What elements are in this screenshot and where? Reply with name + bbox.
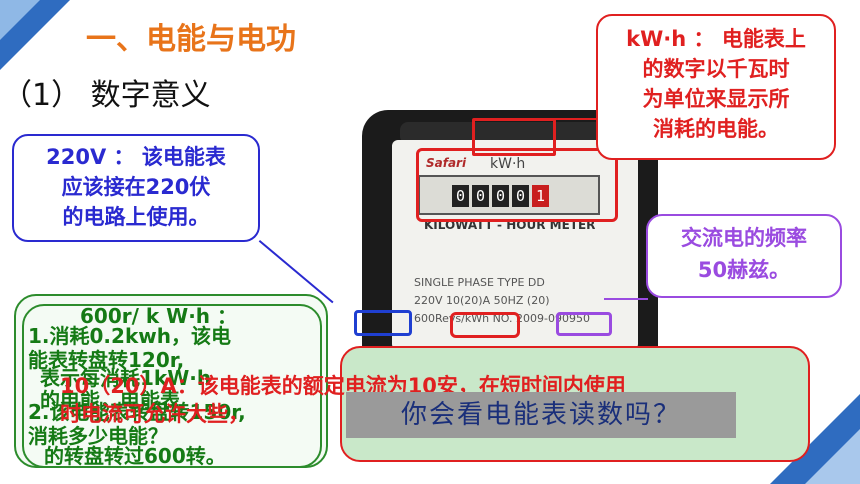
callout-600r-line: 600r/ k W·h ：	[80, 304, 238, 328]
meter-spec-serial: 600Revs/kWh NO. 2009-090950	[414, 312, 590, 325]
meter-digits: 0 0 0 0 1	[452, 185, 549, 207]
meter-spec-headers: SINGLE PHASE TYPE DD	[414, 276, 545, 289]
callout-kwh: kW·h ： 电能表上 的数字以千瓦时 为单位来显示所 消耗的电能。	[596, 14, 836, 160]
callout-600r-front	[22, 304, 322, 468]
slide-subtitle: （1） 数字意义	[2, 78, 211, 113]
highlight-frequency-box	[556, 312, 612, 336]
callout-50hz: 交流电的频率 50赫兹。	[646, 214, 842, 298]
connector-line-kwh	[548, 118, 608, 120]
meter-digit: 0	[492, 185, 509, 207]
callout-50hz-line: 50赫兹。	[697, 258, 791, 282]
meter-register	[418, 175, 600, 215]
callout-600r-line: 表示每消耗1kW·h	[40, 366, 212, 390]
meter-digit: 0	[452, 185, 469, 207]
callout-600r-line: 的电能，电能表	[40, 388, 180, 412]
meter-unit-label: kW·h	[490, 156, 526, 172]
callout-kwh-line: 为单位来显示所	[642, 87, 790, 111]
callout-600r-line: 2.该电能表转盘转150r,	[28, 400, 246, 424]
callout-600r-line: 1.消耗0.2kwh，该电	[28, 324, 231, 348]
meter-spec-values: 220V 10(20)A 50HZ (20)	[414, 294, 550, 307]
highlight-current-box	[450, 312, 520, 338]
connector-line-frequency	[604, 298, 648, 300]
meter-digit: 0	[472, 185, 489, 207]
callout-600r-back	[14, 294, 328, 468]
meter-digit-decimal: 1	[532, 185, 549, 207]
callout-current-line: 时电流可允许大些，	[60, 402, 249, 426]
callout-600r-line: 能表转盘转120r,	[28, 348, 185, 372]
callout-600r-line: 的转盘转过600转。	[44, 444, 226, 468]
callout-kwh-line: kW·h ： 电能表上	[626, 27, 806, 51]
callout-50hz-line: 交流电的频率	[681, 226, 807, 250]
meter-brand: Safari	[426, 156, 467, 170]
meter-top-frame	[400, 122, 630, 144]
callout-220v-line: 应该接在220伏	[61, 175, 211, 199]
question-banner: 你会看电能表读数吗？	[346, 392, 736, 438]
callout-kwh-line: 的数字以千瓦时	[642, 57, 790, 81]
corner-decoration-top-left-light	[0, 0, 40, 40]
highlight-unit-box	[472, 118, 556, 156]
callout-kwh-line: 消耗的电能。	[653, 117, 779, 141]
highlight-register-box	[416, 148, 618, 222]
meter-digit: 0	[512, 185, 529, 207]
slide-title: 一、电能与电功	[86, 22, 296, 57]
callout-220v-line: 220V ： 该电能表	[46, 145, 226, 169]
highlight-voltage-box	[354, 310, 412, 336]
callout-220v-line: 的电路上使用。	[62, 205, 210, 229]
corner-decoration-bottom-right-light	[805, 429, 860, 484]
callout-220v: 220V ： 该电能表 应该接在220伏 的电路上使用。	[12, 134, 260, 242]
callout-600r-line: 消耗多少电能？	[28, 424, 168, 448]
